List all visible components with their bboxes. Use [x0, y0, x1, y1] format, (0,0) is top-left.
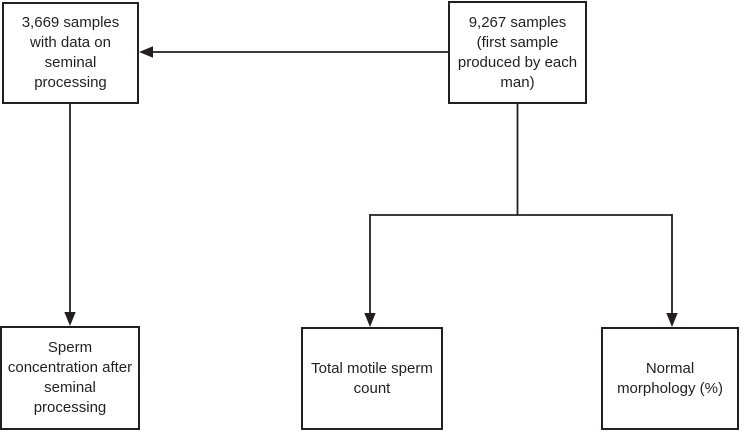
- node-normal-morphology: Normal morphology (%): [601, 327, 739, 430]
- arrowhead-down: [64, 312, 76, 326]
- node-normal-morphology-label: Normal morphology (%): [617, 359, 723, 397]
- node-total-motile-sperm-count-label: Total motile sperm count: [311, 359, 433, 397]
- edge-total-to-processing: [139, 46, 448, 58]
- arrowhead-down: [666, 313, 678, 327]
- node-sperm-concentration: Sperm concentration after seminal proces…: [0, 326, 140, 430]
- node-sperm-concentration-label: Sperm concentration after seminal proces…: [7, 339, 133, 416]
- node-samples-with-processing-data-label: 3,669 samples with data on seminal proce…: [21, 14, 120, 91]
- edge-processing-to-concentration: [64, 104, 76, 326]
- node-total-samples-label: 9,267 samples (first sample produced by …: [457, 13, 578, 91]
- edge-total-trunk: [370, 104, 672, 216]
- node-total-motile-sperm-count: Total motile sperm count: [301, 327, 443, 430]
- edge-total-to-motile: [364, 214, 376, 327]
- node-total-samples: 9,267 samples (first sample produced by …: [448, 1, 587, 104]
- arrowhead-left: [139, 46, 153, 58]
- edge-total-to-morphology: [666, 214, 678, 327]
- arrowhead-down: [364, 313, 376, 327]
- node-samples-with-processing-data: 3,669 samples with data on seminal proce…: [2, 2, 139, 104]
